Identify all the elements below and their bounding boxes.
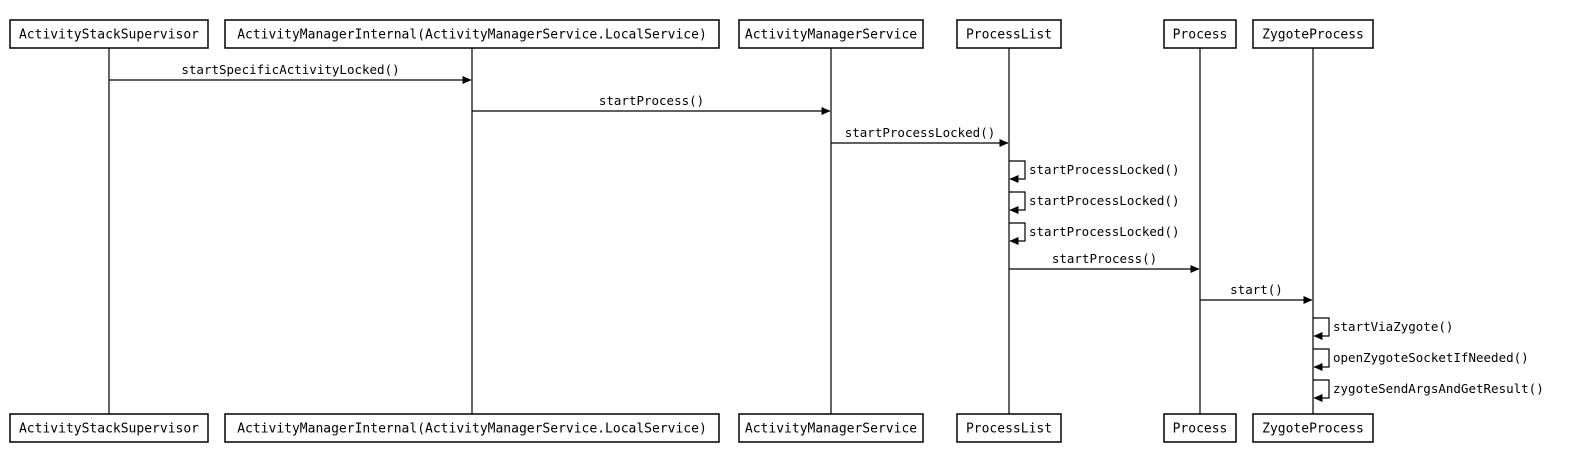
message-label: startProcess() xyxy=(1052,251,1157,266)
message-label: startSpecificActivityLocked() xyxy=(181,62,399,77)
participant-label: Process xyxy=(1173,422,1228,437)
message-label: startProcessLocked() xyxy=(1029,193,1180,208)
participant-ass-bottom: ActivityStackSupervisor xyxy=(9,413,209,443)
participant-label: ZygoteProcess xyxy=(1262,422,1364,437)
message-label: startViaZygote() xyxy=(1333,319,1453,334)
participant-box xyxy=(224,19,720,49)
participant-box xyxy=(224,413,720,443)
message-label: start() xyxy=(1230,282,1283,297)
message-6: startProcess() xyxy=(1009,251,1200,273)
participant-box xyxy=(738,19,924,49)
self-message-arrow xyxy=(1009,160,1026,183)
participant-label: ActivityManagerInternal(ActivityManagerS… xyxy=(237,422,707,437)
participant-box xyxy=(9,19,209,49)
participant-label: ActivityStackSupervisor xyxy=(19,422,199,437)
participant-box xyxy=(956,413,1062,443)
participant-box xyxy=(1163,19,1237,49)
message-5: startProcessLocked() xyxy=(1009,222,1180,245)
self-message-arrow xyxy=(1009,222,1026,245)
message-9: openZygoteSocketIfNeeded() xyxy=(1313,348,1529,371)
self-message-arrow xyxy=(1009,191,1026,214)
participant-ams-bottom: ActivityManagerService xyxy=(738,413,924,443)
participant-ams-top: ActivityManagerService xyxy=(738,19,924,49)
participant-label: ProcessList xyxy=(966,28,1052,43)
participant-box xyxy=(956,19,1062,49)
participant-label: ZygoteProcess xyxy=(1262,28,1364,43)
self-message-arrow xyxy=(1313,317,1330,340)
participant-pl-top: ProcessList xyxy=(956,19,1062,49)
participant-label: ProcessList xyxy=(966,422,1052,437)
participant-label: ActivityManagerInternal(ActivityManagerS… xyxy=(237,28,707,43)
message-0: startSpecificActivityLocked() xyxy=(109,62,472,84)
message-label: zygoteSendArgsAndGetResult() xyxy=(1333,381,1544,396)
message-1: startProcess() xyxy=(472,93,831,115)
self-message-arrow xyxy=(1313,379,1330,402)
participant-box xyxy=(1252,413,1374,443)
self-message-arrow xyxy=(1313,348,1330,371)
participant-box xyxy=(9,413,209,443)
message-label: openZygoteSocketIfNeeded() xyxy=(1333,350,1529,365)
message-label: startProcess() xyxy=(599,93,704,108)
participant-box xyxy=(1163,413,1237,443)
participant-zp-top: ZygoteProcess xyxy=(1252,19,1374,49)
participant-ami-top: ActivityManagerInternal(ActivityManagerS… xyxy=(224,19,720,49)
participant-label: Process xyxy=(1173,28,1228,43)
participant-proc-bottom: Process xyxy=(1163,413,1237,443)
message-4: startProcessLocked() xyxy=(1009,191,1180,214)
participant-label: ActivityStackSupervisor xyxy=(19,28,199,43)
message-label: startProcessLocked() xyxy=(1029,162,1180,177)
message-label: startProcessLocked() xyxy=(1029,224,1180,239)
participant-label: ActivityManagerService xyxy=(745,422,917,437)
participant-pl-bottom: ProcessList xyxy=(956,413,1062,443)
participant-zp-bottom: ZygoteProcess xyxy=(1252,413,1374,443)
participant-ass-top: ActivityStackSupervisor xyxy=(9,19,209,49)
message-2: startProcessLocked() xyxy=(831,125,1009,147)
message-7: start() xyxy=(1200,282,1313,304)
message-label: startProcessLocked() xyxy=(845,125,996,140)
message-10: zygoteSendArgsAndGetResult() xyxy=(1313,379,1544,402)
participant-proc-top: Process xyxy=(1163,19,1237,49)
participant-label: ActivityManagerService xyxy=(745,28,917,43)
participant-box xyxy=(1252,19,1374,49)
message-3: startProcessLocked() xyxy=(1009,160,1180,183)
participant-ami-bottom: ActivityManagerInternal(ActivityManagerS… xyxy=(224,413,720,443)
participant-box xyxy=(738,413,924,443)
message-8: startViaZygote() xyxy=(1313,317,1453,340)
